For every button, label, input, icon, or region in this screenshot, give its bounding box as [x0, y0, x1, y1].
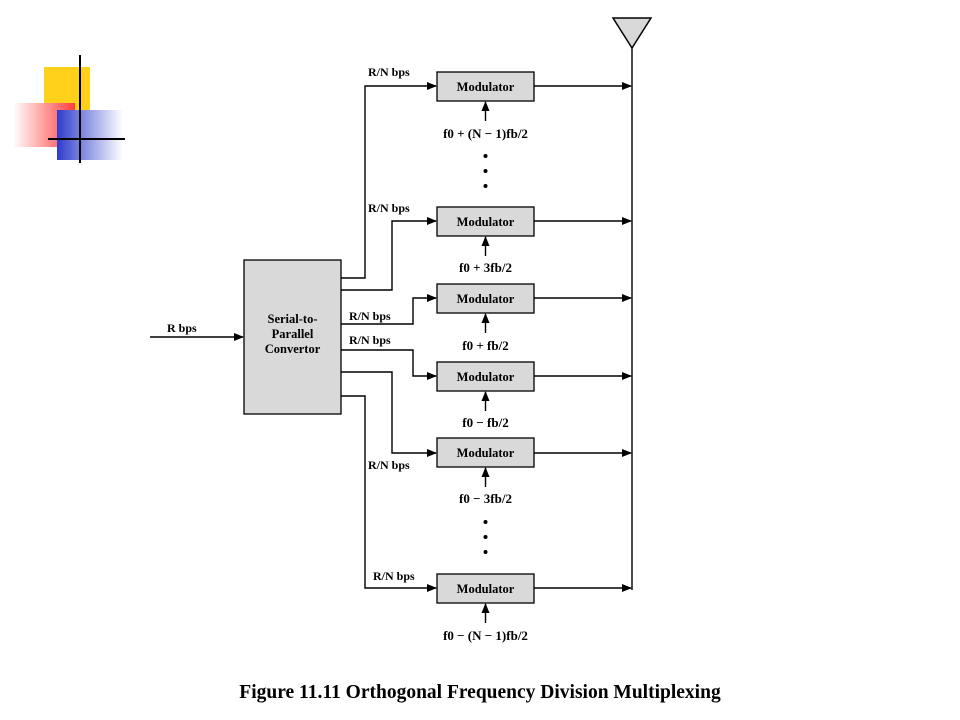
modulator-top: Modulator	[436, 71, 535, 102]
modulator-label: Modulator	[457, 80, 515, 94]
modulator-minus-3: Modulator	[436, 437, 535, 468]
branch-rate-label-3: R/N bps	[349, 309, 391, 323]
carrier-freq-top: f0 + (N − 1)fb/2	[443, 126, 528, 141]
convertor-label-line1: Serial-to-	[268, 312, 318, 326]
ellipsis-dots-upper	[483, 154, 488, 188]
branch-rate-label-bottom: R/N bps	[373, 569, 415, 583]
modulator-label: Modulator	[457, 446, 515, 460]
carrier-freq-bottom: f0 − (N − 1)fb/2	[443, 628, 528, 643]
input-rate-label: R bps	[167, 321, 197, 335]
branch-rate-label-top: R/N bps	[368, 65, 410, 79]
slide-corner-ornament-icon	[13, 55, 125, 163]
carrier-freq-plus-1: f0 + fb/2	[462, 338, 508, 353]
modulator-label: Modulator	[457, 582, 515, 596]
branch-wires	[341, 82, 437, 592]
convertor-label-line3: Convertor	[265, 342, 321, 356]
modulator-label: Modulator	[457, 215, 515, 229]
serial-to-parallel-convertor: Serial-to- Parallel Convertor	[243, 259, 342, 415]
ellipsis-dots-lower	[483, 520, 488, 554]
carrier-freq-plus-3: f0 + 3fb/2	[459, 260, 512, 275]
convertor-label-line2: Parallel	[272, 327, 314, 341]
modulator-bottom: Modulator	[436, 573, 535, 604]
output-arrows	[534, 82, 632, 592]
modulator-label: Modulator	[457, 370, 515, 384]
modulator-plus-3: Modulator	[436, 206, 535, 237]
carrier-freq-minus-3: f0 − 3fb/2	[459, 491, 512, 506]
branch-rate-label-5: R/N bps	[368, 458, 410, 472]
antenna-icon	[611, 17, 653, 590]
carrier-freq-minus-1: f0 − fb/2	[462, 415, 508, 430]
branch-rate-label-2: R/N bps	[368, 201, 410, 215]
modulator-minus-1: Modulator	[436, 361, 535, 392]
modulator-plus-1: Modulator	[436, 283, 535, 314]
figure-caption: Figure 11.11 Orthogonal Frequency Divisi…	[239, 682, 721, 703]
branch-rate-label-4: R/N bps	[349, 333, 391, 347]
modulator-label: Modulator	[457, 292, 515, 306]
